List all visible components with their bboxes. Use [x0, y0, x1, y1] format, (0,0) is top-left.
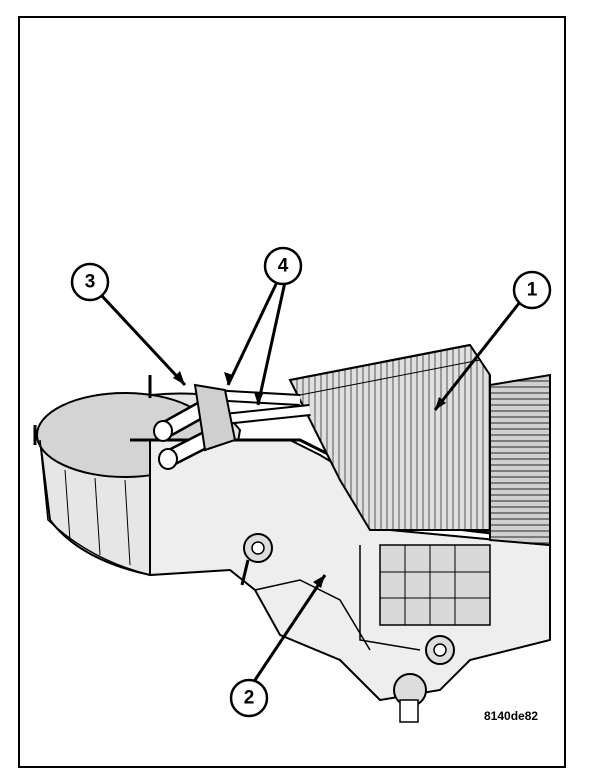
hvac-housing [130, 438, 551, 702]
callout-4-label: 4 [278, 256, 289, 277]
callout-1: 1 [512, 270, 552, 310]
callout-3-label: 3 [85, 272, 96, 293]
callout-2-label: 2 [244, 688, 255, 709]
callout-3: 3 [70, 262, 110, 302]
figure-id-label: 8140de82 [484, 709, 538, 723]
callout-1-label: 1 [527, 280, 538, 301]
callout-2: 2 [229, 678, 269, 718]
arrowheads [173, 371, 446, 588]
tube-seal [193, 383, 237, 452]
mounting-studs [240, 533, 455, 723]
leader-lines [100, 279, 522, 681]
callout-4: 4 [263, 246, 303, 286]
evaporator-core [288, 343, 491, 531]
